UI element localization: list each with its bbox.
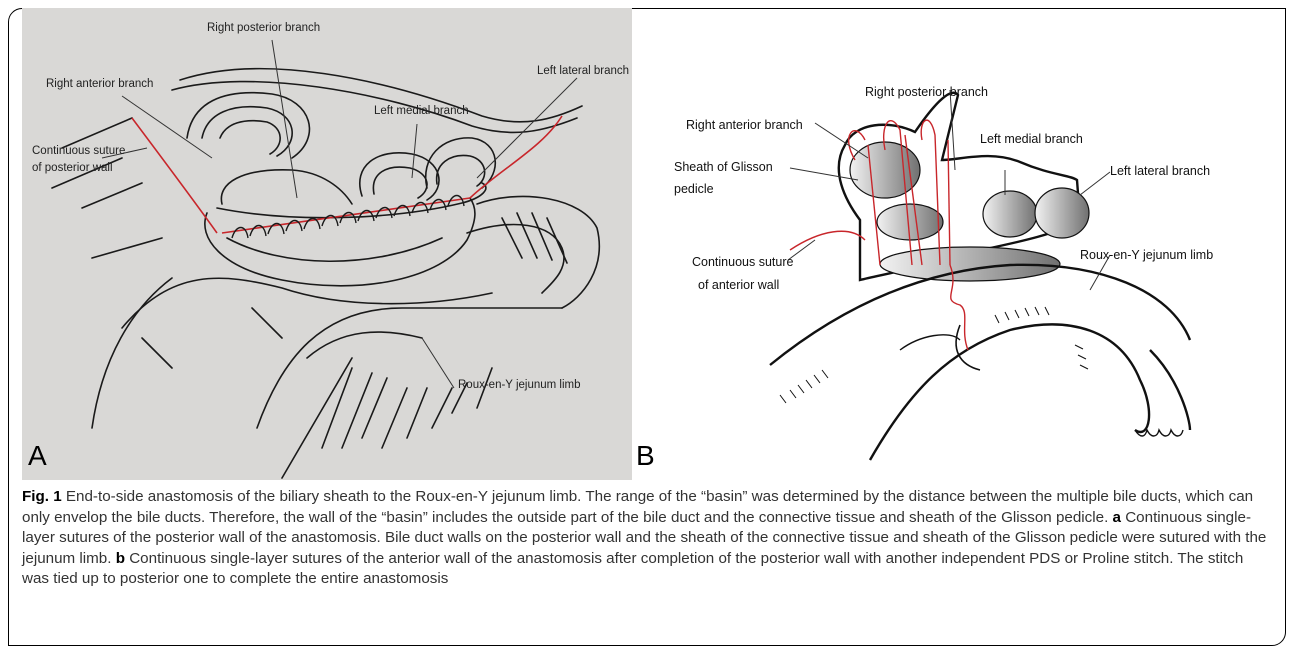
- label-b-left-medial-branch: Left medial branch: [980, 132, 1083, 146]
- label-b-sheath-line1: Sheath of Glisson: [674, 160, 773, 174]
- label-b-continuous-suture-line1: Continuous suture: [692, 255, 793, 269]
- panel-b-drawing: Right posterior branch Right anterior br…: [650, 50, 1270, 470]
- label-b-roux-limb: Roux-en-Y jejunum limb: [1080, 248, 1213, 262]
- label-a-right-anterior-branch: Right anterior branch: [46, 77, 153, 91]
- label-b-continuous-suture-line2: of anterior wall: [698, 278, 779, 292]
- label-a-continuous-suture-line2: of posterior wall: [32, 161, 113, 175]
- panel-b-letter: B: [636, 440, 655, 472]
- caption-a-label: a: [1113, 509, 1121, 526]
- caption-fig-label: Fig. 1: [22, 488, 62, 505]
- panel-a-drawing: Right posterior branch Right anterior br…: [22, 8, 632, 480]
- label-a-roux-limb: Roux-en-Y jejunum limb: [458, 378, 581, 392]
- label-a-right-posterior-branch: Right posterior branch: [207, 21, 320, 35]
- label-b-right-anterior-branch: Right anterior branch: [686, 118, 803, 132]
- figure-caption: Fig. 1 End-to-side anastomosis of the bi…: [22, 487, 1272, 590]
- label-a-continuous-suture-line1: Continuous suture: [32, 144, 125, 158]
- panel-a-letter: A: [28, 440, 47, 472]
- label-a-left-medial-branch: Left medial branch: [374, 104, 469, 118]
- label-b-left-lateral-branch: Left lateral branch: [1110, 164, 1210, 178]
- label-a-left-lateral-branch: Left lateral branch: [537, 64, 629, 78]
- label-b-right-posterior-branch: Right posterior branch: [865, 85, 988, 99]
- caption-b-label: b: [116, 550, 125, 567]
- caption-intro: End-to-side anastomosis of the biliary s…: [22, 488, 1253, 526]
- caption-b-text: Continuous single-layer sutures of the a…: [22, 550, 1243, 588]
- label-b-sheath-line2: pedicle: [674, 182, 714, 196]
